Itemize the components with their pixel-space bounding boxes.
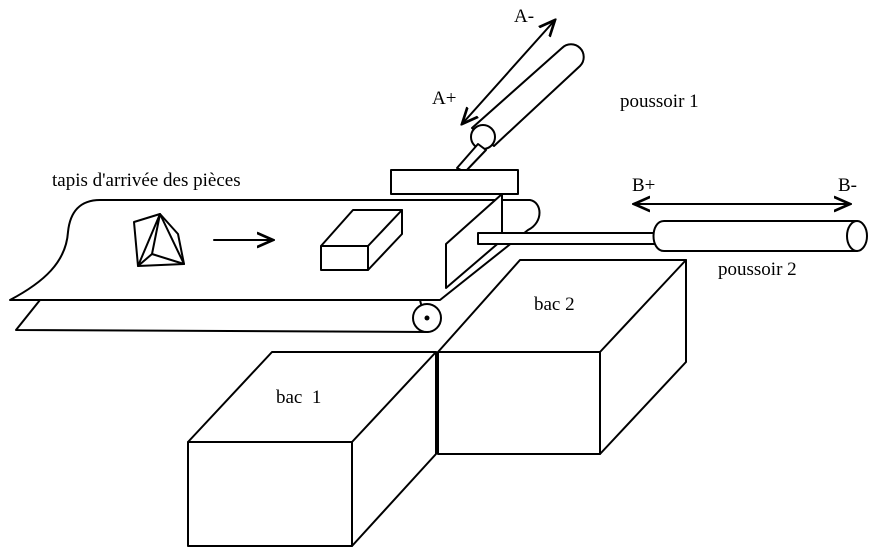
pusher-1-plate — [390, 169, 519, 195]
pusher-2-label: poussoir 2 — [718, 259, 797, 280]
belt-lower-strip — [15, 299, 429, 333]
a-plus-label: A+ — [432, 88, 456, 109]
b-plus-label: B+ — [632, 175, 655, 196]
a-minus-label: A- — [514, 6, 534, 27]
roller-axle — [424, 315, 430, 321]
bin-2 — [437, 259, 687, 455]
belt-label: tapis d'arrivée des pièces — [52, 170, 241, 191]
b-minus-label: B- — [838, 175, 857, 196]
box-part — [320, 209, 403, 271]
pusher-1-label: poussoir 1 — [620, 91, 699, 112]
bin-1-label: bac 1 — [276, 387, 321, 408]
bin-1 — [187, 351, 437, 547]
pyramid-part — [133, 213, 185, 267]
pusher-2 — [477, 220, 868, 252]
bin-2-label: bac 2 — [534, 294, 575, 315]
a-stroke-arrow — [462, 20, 555, 124]
